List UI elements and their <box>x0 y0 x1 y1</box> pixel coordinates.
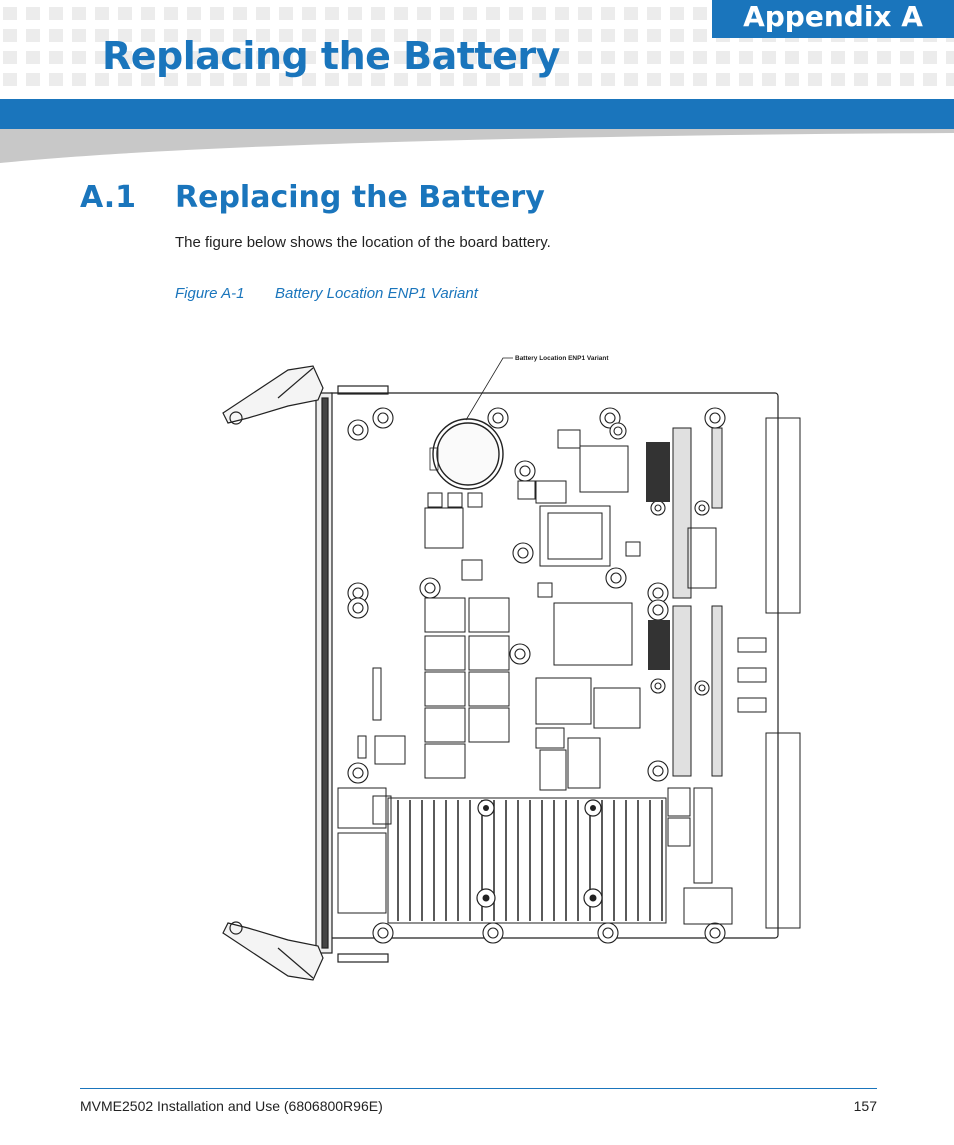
header-swoosh <box>0 129 954 163</box>
chapter-title: Replacing the Battery <box>102 34 560 78</box>
components <box>337 417 801 929</box>
section-title: Replacing the Battery <box>175 180 545 215</box>
header-bar <box>0 99 954 129</box>
figure-caption: Battery Location ENP1 Variant <box>275 285 478 302</box>
board-figure: Battery Location ENP1 Variant <box>222 355 801 981</box>
battery <box>429 418 504 490</box>
bottom-ejector <box>222 922 324 981</box>
figure-callout: Battery Location ENP1 Variant <box>515 355 609 362</box>
intro-paragraph: The figure below shows the location of t… <box>175 234 551 251</box>
figure-label: Figure A-1 <box>175 285 245 302</box>
board-outline <box>327 392 779 939</box>
page-number: 157 <box>853 1098 877 1114</box>
section-number: A.1 <box>80 180 137 215</box>
heatsink <box>387 797 667 924</box>
footer-document-title: MVME2502 Installation and Use (6806800R9… <box>80 1098 383 1114</box>
footer-rule <box>80 1088 877 1089</box>
appendix-tab: Appendix A <box>712 0 954 38</box>
top-ejector <box>222 365 324 424</box>
